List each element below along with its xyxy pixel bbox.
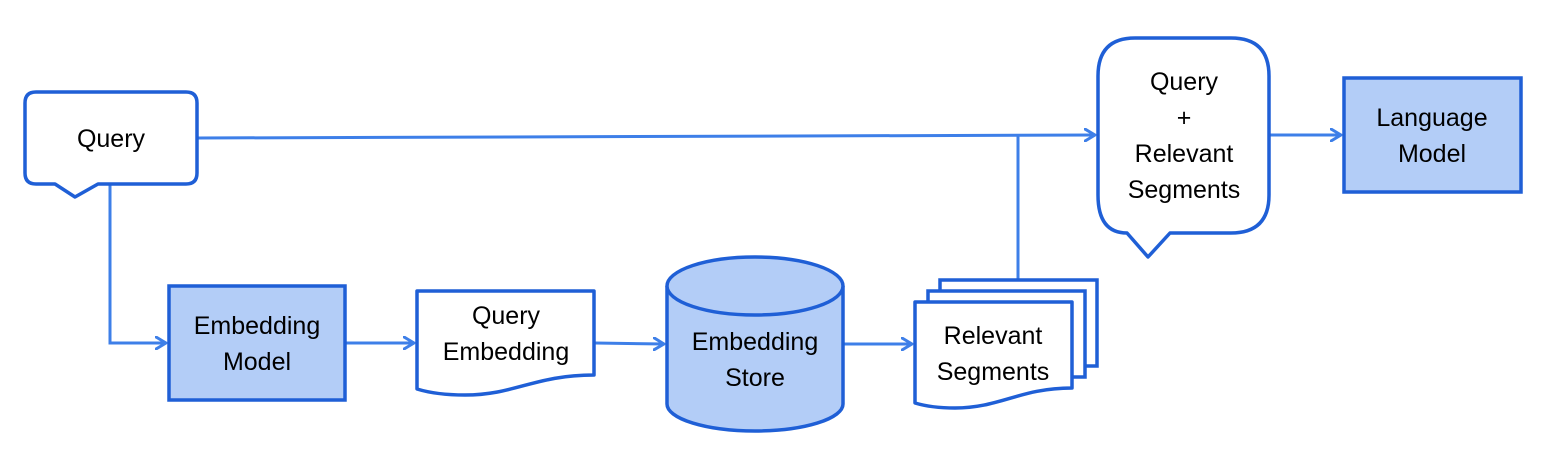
embedding-model-label-line2: Model xyxy=(223,348,291,376)
combined-label-line4: Segments xyxy=(1128,176,1241,204)
embedding-model-box xyxy=(167,284,347,402)
relevant-segments-label-line2: Segments xyxy=(937,358,1050,386)
language-model-label-line2: Model xyxy=(1398,140,1466,168)
query-callout-shape xyxy=(23,90,199,199)
language-model-box xyxy=(1342,76,1523,194)
relevant-segments-label-line1: Relevant xyxy=(944,322,1043,350)
combined-label-line1: Query xyxy=(1150,68,1219,96)
embedding-store-label-line2: Store xyxy=(725,364,785,392)
combined-prompt-node: Query + Relevant Segments xyxy=(1096,36,1271,259)
embedding-model-node: Embedding Model xyxy=(167,284,347,402)
connectors xyxy=(108,135,1341,344)
segments-front-document-shape xyxy=(913,300,1074,410)
embedding-store-node: Embedding Store xyxy=(665,255,845,433)
query-node: Query xyxy=(23,90,199,199)
combined-label-line3: Relevant xyxy=(1135,140,1234,168)
arrow-query-to-embedding-model xyxy=(108,184,166,343)
embedding-store-cylinder-body xyxy=(665,286,845,433)
combined-callout-shape xyxy=(1096,36,1271,259)
combined-label-line2: + xyxy=(1177,104,1192,132)
query-embedding-label-line2: Embedding xyxy=(443,338,569,366)
query-embedding-node: Query Embedding xyxy=(415,289,596,397)
arrow-query-to-combined xyxy=(197,135,1095,138)
embedding-model-label-line1: Embedding xyxy=(194,312,320,340)
embedding-store-cylinder-top xyxy=(665,255,845,317)
language-model-node: Language Model xyxy=(1342,76,1523,194)
query-embedding-label-line1: Query xyxy=(472,302,541,330)
query-label: Query xyxy=(77,125,146,153)
embedding-store-label-line1: Embedding xyxy=(692,328,818,356)
language-model-label-line1: Language xyxy=(1376,104,1487,132)
query-embedding-document-shape xyxy=(415,289,596,397)
relevant-segments-node: Relevant Segments xyxy=(913,278,1099,410)
arrow-query-embedding-to-store xyxy=(594,343,664,344)
